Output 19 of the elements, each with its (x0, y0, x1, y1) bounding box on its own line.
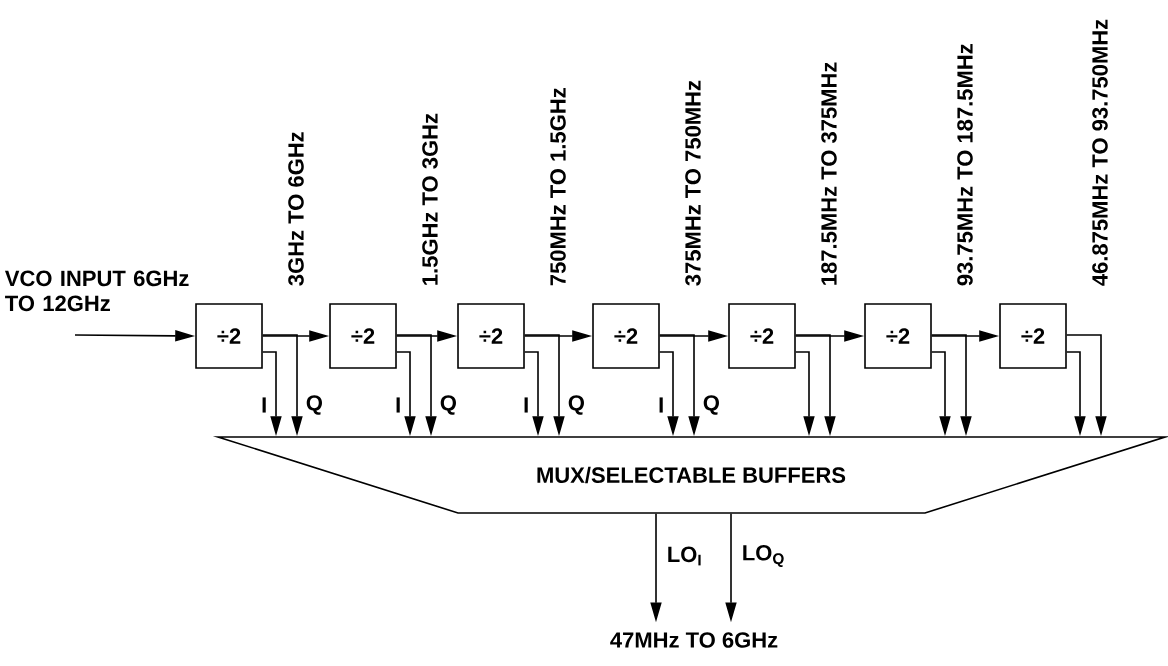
edge-label: I (659, 397, 663, 413)
edge-label: Q (306, 395, 322, 415)
frequency-label: 3GHz TO 6GHz (288, 132, 304, 286)
edge-label: Q (568, 395, 584, 415)
output-label: 47MHz TO 6GHz (610, 632, 778, 648)
edge-label: LO$_{I}$ (668, 546, 701, 566)
edge-label: Q (703, 395, 719, 415)
edge-label: VCO INPUT 6GHz TO 12GHz (4, 270, 189, 312)
frequency-label: 750MHz TO 1.5GHz (550, 88, 566, 286)
edge-label: I (524, 397, 528, 413)
edge-label: Q (440, 395, 456, 415)
frequency-label: 1.5GHz TO 3GHz (422, 113, 438, 285)
frequency-label: 46.875MHz TO 93.750MHz (1092, 19, 1108, 286)
frequency-label: 375MHz TO 750MHz (685, 80, 701, 286)
frequency-label: 93.75MHz TO 187.5MHz (957, 44, 973, 286)
frequency-label: 187.5MHz TO 375MHz (821, 62, 837, 285)
edge-label: I (262, 397, 266, 413)
edge-label: I (396, 397, 400, 413)
edge-label: LO$_{Q}$ (743, 545, 784, 567)
